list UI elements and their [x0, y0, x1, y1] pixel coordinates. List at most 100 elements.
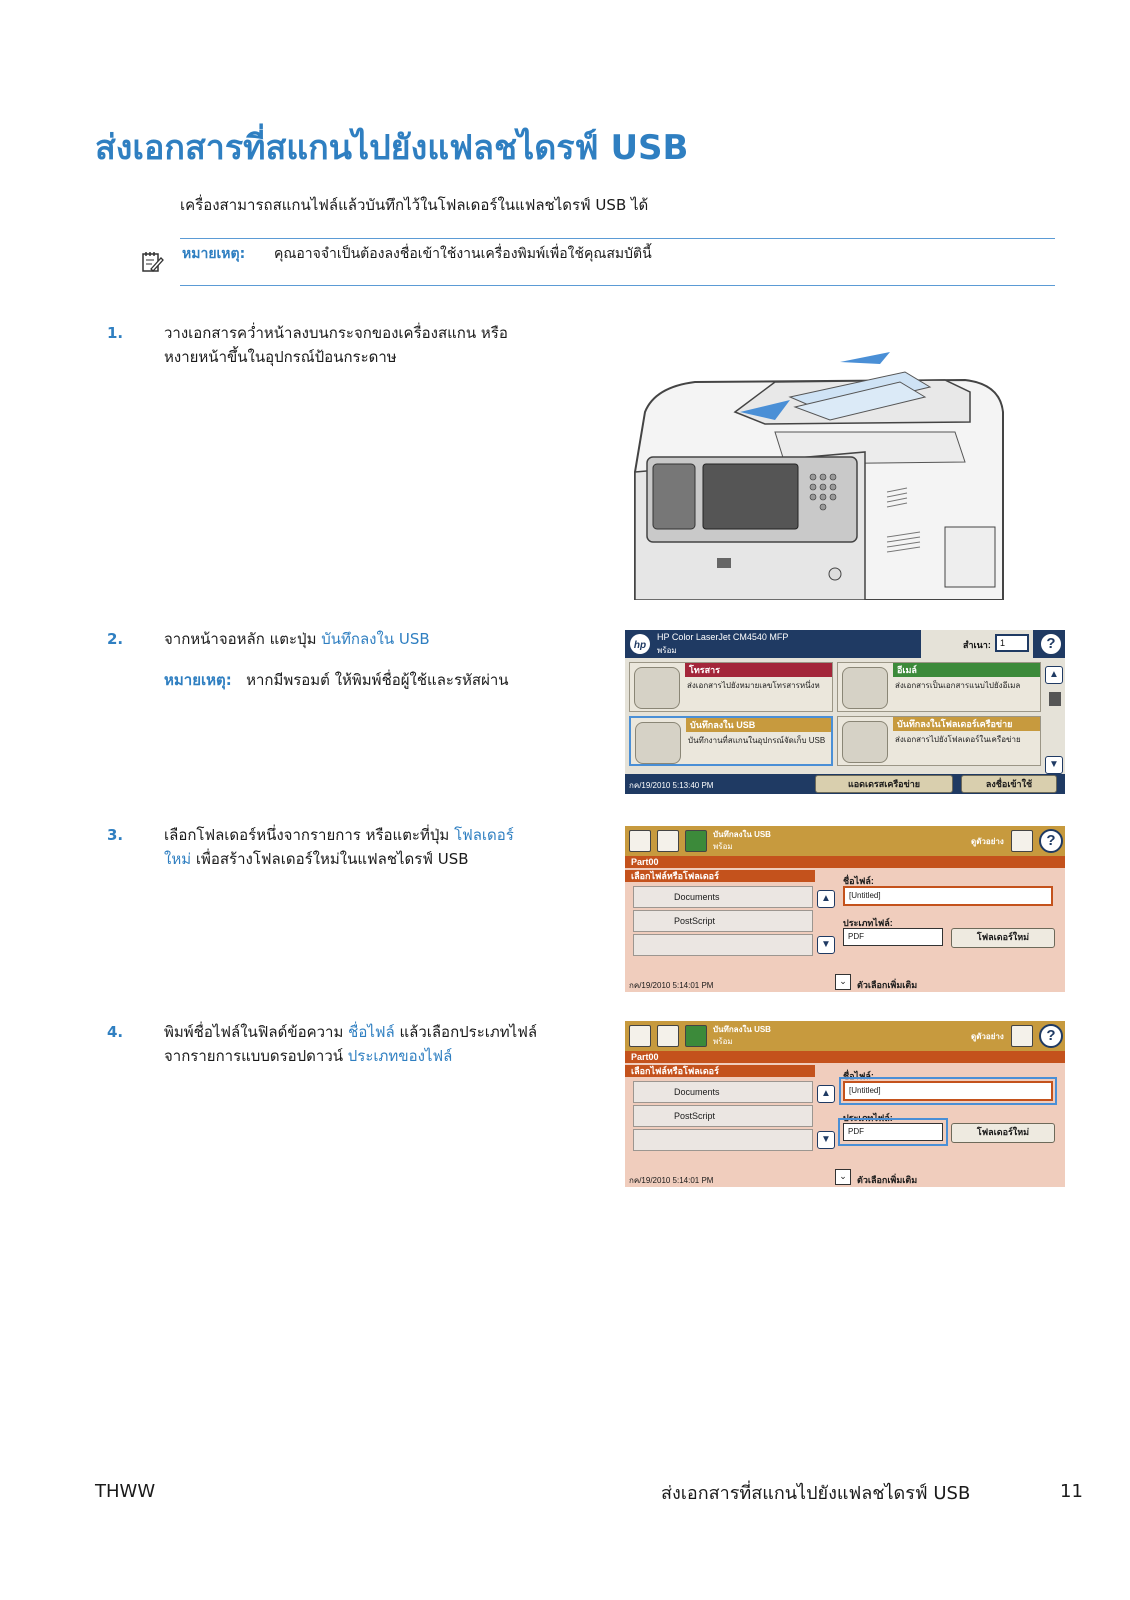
email-tile-title: อีเมล์ [893, 663, 1040, 677]
usb-screen-status: พร้อม [713, 842, 733, 851]
home-icon[interactable] [629, 1025, 651, 1047]
step-3-text-pre: เลือกโฟลเดอร์หนึ่งจากรายการ หรือแตะที่ปุ… [164, 826, 455, 844]
list-header: เลือกไฟล์หรือโฟลเดอร์ [625, 870, 815, 882]
usb-screen-header: บันทึกลงใน USB พร้อม ดูตัวอย่าง ? [625, 1021, 1065, 1051]
save-to-usb-tile[interactable]: บันทึกลงใน USB บันทึกงานที่สแกนในอุปกรณ์… [629, 716, 833, 766]
usb-screen-panel-step-3: บันทึกลงใน USB พร้อม ดูตัวอย่าง ? Part00… [625, 826, 1065, 992]
home-screen-panel: hp HP Color LaserJet CM4540 MFP พร้อม สำ… [625, 630, 1065, 794]
list-scroll-up-button[interactable]: ▲ [817, 890, 835, 908]
save-to-usb-link: บันทึกลงใน USB [321, 630, 430, 648]
copies-area: สำเนา: 1 [921, 630, 1033, 658]
step-2-number: 2. [107, 630, 124, 648]
help-button[interactable]: ? [1039, 632, 1063, 656]
file-type-dropdown[interactable]: PDF [838, 1118, 948, 1146]
file-name-link: ชื่อไฟล์ [348, 1023, 395, 1041]
save-to-network-tile-desc: ส่งเอกสารไปยังโฟลเดอร์ในเครือข่าย [895, 735, 1021, 744]
new-folder-button[interactable]: โฟลเดอร์ใหม่ [951, 928, 1055, 948]
list-scroll-down-button[interactable]: ▼ [817, 936, 835, 954]
list-header: เลือกไฟล์หรือโฟลเดอร์ [625, 1065, 815, 1077]
step-1-text: วางเอกสารคว่ำหน้าลงบนกระจกของเครื่องสแกน… [164, 324, 508, 366]
file-type-label: ประเภทไฟล์: [843, 918, 893, 928]
start-icon[interactable] [685, 830, 707, 852]
preview-magnifier-icon[interactable] [1011, 830, 1033, 852]
more-options-chevron-icon[interactable]: ⌄ [835, 1169, 851, 1185]
folder-row-empty[interactable] [633, 1129, 813, 1151]
folder-row-empty[interactable] [633, 934, 813, 956]
step-2-text: จากหน้าจอหลัก แตะปุ่ม บันทึกลงใน USB [164, 627, 539, 651]
usb-icon [635, 722, 681, 764]
folder-row-postscript[interactable]: PostScript [633, 1105, 813, 1127]
folder-row-documents[interactable]: Documents [633, 886, 813, 908]
home-icon[interactable] [629, 830, 651, 852]
path-bar: Part00 [625, 1051, 1065, 1063]
back-arrow-icon[interactable] [657, 1025, 679, 1047]
step-4-text-mid: แล้วเลือกประเภทไฟล์จากรายการแบบดรอปดาวน์ [164, 1023, 538, 1065]
save-to-network-tile-title: บันทึกลงในโฟลเดอร์เครือข่าย [893, 717, 1040, 731]
save-to-network-tile[interactable]: บันทึกลงในโฟลเดอร์เครือข่าย ส่งเอกสารไปย… [837, 716, 1041, 766]
new-folder-button[interactable]: โฟลเดอร์ใหม่ [951, 1123, 1055, 1143]
more-options-label[interactable]: ตัวเลือกเพิ่มเติม [857, 980, 918, 990]
step-2-note: หมายเหตุ: หากมีพรอมต์ ให้พิมพ์ชื่อผู้ใช้… [164, 668, 539, 692]
step-2-note-label: หมายเหตุ: [164, 671, 232, 689]
intro-text: เครื่องสามารถสแกนไฟล์แล้วบันทึกไว้ในโฟลเ… [180, 196, 649, 214]
help-button[interactable]: ? [1039, 1024, 1063, 1048]
fax-tile-desc: ส่งเอกสารไปยังหมายเลขโทรสารหนึ่งห [687, 681, 820, 690]
network-address-button[interactable]: แอดเดรสเครือข่าย [815, 775, 953, 793]
fax-tile[interactable]: โทรสาร ส่งเอกสารไปยังหมายเลขโทรสารหนึ่งห [629, 662, 833, 712]
usb-screen-title: บันทึกลงใน USB [713, 830, 771, 839]
file-name-field[interactable]: [Untitled] [843, 886, 1053, 906]
file-name-label: ชื่อไฟล์: [843, 876, 874, 886]
footer-doc-code: THWW [95, 1481, 156, 1502]
copies-input[interactable]: 1 [995, 634, 1029, 652]
email-tile[interactable]: อีเมล์ ส่งเอกสารเป็นเอกสารแนบไปยังอีเมล [837, 662, 1041, 712]
home-screen-header: hp HP Color LaserJet CM4540 MFP พร้อม สำ… [625, 630, 1065, 658]
help-button[interactable]: ? [1039, 829, 1063, 853]
sign-in-button[interactable]: ลงชื่อเข้าใช้ [961, 775, 1057, 793]
folder-row-documents[interactable]: Documents [633, 1081, 813, 1103]
fax-icon [634, 667, 680, 709]
svg-text:hp: hp [634, 640, 646, 651]
file-name-field[interactable]: [Untitled] [839, 1077, 1057, 1105]
file-type-dropdown[interactable]: PDF [843, 928, 943, 946]
scrollbar-thumb[interactable] [1049, 692, 1061, 706]
usb-screen-body: Part00 เลือกไฟล์หรือโฟลเดอร์ Documents P… [625, 856, 1065, 992]
usb-screen-title: บันทึกลงใน USB [713, 1025, 771, 1034]
back-arrow-icon[interactable] [657, 830, 679, 852]
footer-section-title: ส่งเอกสารที่สแกนไปยังแฟลชไดรฟ์ USB [661, 1483, 971, 1504]
hp-logo-icon: hp [630, 634, 650, 654]
list-scroll-down-button[interactable]: ▼ [817, 1131, 835, 1149]
start-icon[interactable] [685, 1025, 707, 1047]
file-name-label: ชื่อไฟล์: [843, 1071, 874, 1081]
step-2-note-text: หากมีพรอมต์ ให้พิมพ์ชื่อผู้ใช้และรหัสผ่า… [246, 671, 509, 689]
preview-label: ดูตัวอย่าง [971, 1032, 1004, 1041]
folder-icon [842, 721, 888, 763]
usb-timestamp: กค/19/2010 5:14:01 PM [629, 981, 714, 990]
note-bottom-rule [180, 285, 1055, 286]
list-scroll-up-button[interactable]: ▲ [817, 1085, 835, 1103]
note-pad-icon [142, 252, 164, 272]
folder-name: Documents [674, 892, 720, 902]
scroll-up-button[interactable]: ▲ [1045, 666, 1063, 684]
step-1-number: 1. [107, 324, 124, 342]
more-options-label[interactable]: ตัวเลือกเพิ่มเติม [857, 1175, 918, 1185]
copies-label: สำเนา: [963, 640, 991, 650]
more-options-chevron-icon[interactable]: ⌄ [835, 974, 851, 990]
home-screen-footer: กค/19/2010 5:13:40 PM แอดเดรสเครือข่าย ล… [625, 774, 1065, 794]
step-4-text: พิมพ์ชื่อไฟล์ในฟิลด์ข้อความ ชื่อไฟล์ แล้… [164, 1020, 539, 1068]
folder-row-postscript[interactable]: PostScript [633, 910, 813, 932]
home-timestamp: กค/19/2010 5:13:40 PM [629, 781, 714, 790]
new-folder-link: โฟลเดอร์ใหม่ [164, 826, 514, 868]
note-top-rule [180, 238, 1055, 239]
file-type-link: ประเภทของไฟล์ [347, 1047, 453, 1065]
folder-name: PostScript [674, 1111, 716, 1121]
note-label: หมายเหตุ: [182, 246, 246, 262]
printer-illustration [634, 352, 1004, 600]
usb-timestamp: กค/19/2010 5:14:01 PM [629, 1176, 714, 1185]
step-4-text-pre: พิมพ์ชื่อไฟล์ในฟิลด์ข้อความ [164, 1023, 349, 1041]
scroll-down-button[interactable]: ▼ [1045, 756, 1063, 774]
printer-model: HP Color LaserJet CM4540 MFP [657, 632, 789, 642]
envelope-icon [842, 667, 888, 709]
preview-magnifier-icon[interactable] [1011, 1025, 1033, 1047]
page-number: 11 [1060, 1481, 1083, 1502]
page-title: ส่งเอกสารที่สแกนไปยังแฟลชไดรฟ์ USB [95, 128, 689, 168]
